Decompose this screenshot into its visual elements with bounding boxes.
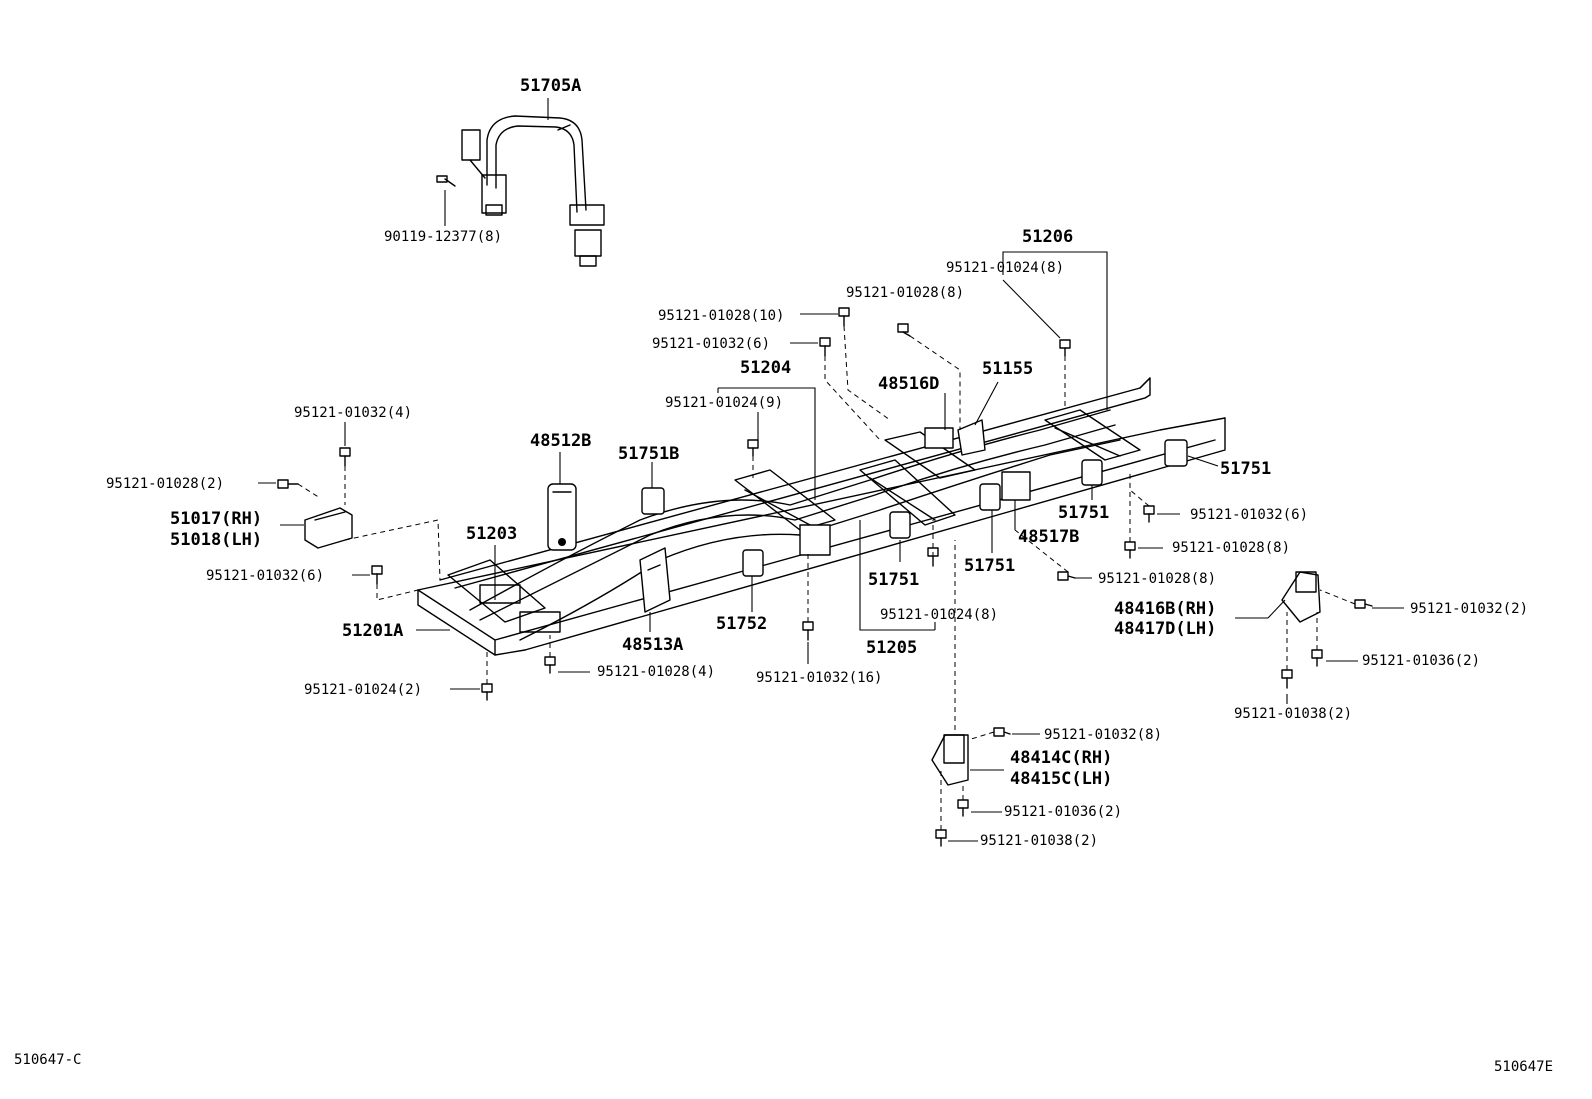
label-51203[interactable]: 51203 [466, 524, 517, 544]
bracket-51751B [641, 487, 665, 515]
frame-rails [417, 377, 1226, 656]
label-95121-01028-4[interactable]: 95121-01028(4) [597, 664, 715, 680]
label-51751-lower[interactable]: 51751 [868, 570, 919, 590]
label-51017[interactable]: 51017(RH) [170, 509, 262, 529]
crossmember-51203 [447, 559, 561, 633]
label-51018[interactable]: 51018(LH) [170, 530, 262, 550]
label-48512B[interactable]: 48512B [530, 431, 591, 451]
bracket-48517B [1001, 471, 1031, 501]
bracket-48513A [639, 547, 671, 613]
bracket-48416B-48417D [1281, 571, 1321, 623]
label-95121-01036-2-right[interactable]: 95121-01036(2) [1362, 653, 1480, 669]
label-95121-01024-8-mid[interactable]: 95121-01024(8) [880, 607, 998, 623]
assembly-dash-lines [297, 325, 1356, 830]
label-95121-01036-2-bottom[interactable]: 95121-01036(2) [1004, 804, 1122, 820]
label-48414C[interactable]: 48414C(RH) [1010, 748, 1112, 768]
footer-code-right: 510647E [1494, 1059, 1553, 1075]
leader-lines [258, 98, 1404, 842]
bracket-48414C-48415C [931, 734, 969, 786]
label-51206[interactable]: 51206 [1022, 227, 1073, 247]
label-51155[interactable]: 51155 [982, 359, 1033, 379]
label-95121-01028-2[interactable]: 95121-01028(2) [106, 476, 224, 492]
label-90119-12377[interactable]: 90119-12377(8) [384, 229, 502, 245]
label-95121-01024-8-top[interactable]: 95121-01024(8) [946, 260, 1064, 276]
label-48513A[interactable]: 48513A [622, 635, 683, 655]
label-95121-01032-16[interactable]: 95121-01032(16) [756, 670, 882, 686]
label-95121-01038-2-bottom[interactable]: 95121-01038(2) [980, 833, 1098, 849]
label-95121-01028-10[interactable]: 95121-01028(10) [658, 308, 784, 324]
label-95121-01032-6-left[interactable]: 95121-01032(6) [206, 568, 324, 584]
label-95121-01038-2-right[interactable]: 95121-01038(2) [1234, 706, 1352, 722]
label-51751-mid[interactable]: 51751 [1058, 503, 1109, 523]
bracket-48516D [924, 427, 954, 449]
label-95121-01028-8-center[interactable]: 95121-01028(8) [1098, 571, 1216, 587]
bracket-51017-51018 [304, 507, 353, 549]
label-48417D[interactable]: 48417D(LH) [1114, 619, 1216, 639]
label-95121-01032-4[interactable]: 95121-01032(4) [294, 405, 412, 421]
label-95121-01028-8-top[interactable]: 95121-01028(8) [846, 285, 964, 301]
footer-code-left: 510647-C [14, 1052, 81, 1068]
label-95121-01032-2[interactable]: 95121-01032(2) [1410, 601, 1528, 617]
label-51705A[interactable]: 51705A [520, 76, 581, 96]
label-48517B[interactable]: 48517B [1018, 527, 1079, 547]
bracket-51155 [957, 419, 986, 456]
crossmember-51206 [1044, 409, 1141, 461]
bracket-51751-a [1164, 439, 1188, 467]
label-48416B[interactable]: 48416B(RH) [1114, 599, 1216, 619]
bolt-90119-icon [436, 175, 456, 187]
label-95121-01024-9[interactable]: 95121-01024(9) [665, 395, 783, 411]
bracket-51751-d [979, 483, 1001, 511]
label-51205[interactable]: 51205 [866, 638, 917, 658]
label-95121-01028-8-right[interactable]: 95121-01028(8) [1172, 540, 1290, 556]
crossmember-51205 [859, 431, 976, 526]
part-labels: 51705A 90119-12377(8) 51206 95121-01024(… [14, 76, 1553, 1075]
bracket-48512B [547, 483, 577, 551]
bracket-51752 [742, 549, 764, 577]
label-51752[interactable]: 51752 [716, 614, 767, 634]
label-95121-01032-6-right[interactable]: 95121-01032(6) [1190, 507, 1308, 523]
label-51751B[interactable]: 51751B [618, 444, 679, 464]
label-48415C[interactable]: 48415C(LH) [1010, 769, 1112, 789]
bracket-51751-c [889, 511, 911, 539]
label-95121-01024-2[interactable]: 95121-01024(2) [304, 682, 422, 698]
label-51204[interactable]: 51204 [740, 358, 791, 378]
bracket-51751-b [1081, 459, 1103, 486]
label-51751-center[interactable]: 51751 [964, 556, 1015, 576]
label-51751-right[interactable]: 51751 [1220, 459, 1271, 479]
label-51201A[interactable]: 51201A [342, 621, 403, 641]
label-95121-01032-6-top[interactable]: 95121-01032(6) [652, 336, 770, 352]
label-95121-01032-8[interactable]: 95121-01032(8) [1044, 727, 1162, 743]
crossmember-51204 [734, 469, 836, 556]
label-48516D[interactable]: 48516D [878, 374, 939, 394]
spare-carrier-arch [461, 115, 605, 267]
